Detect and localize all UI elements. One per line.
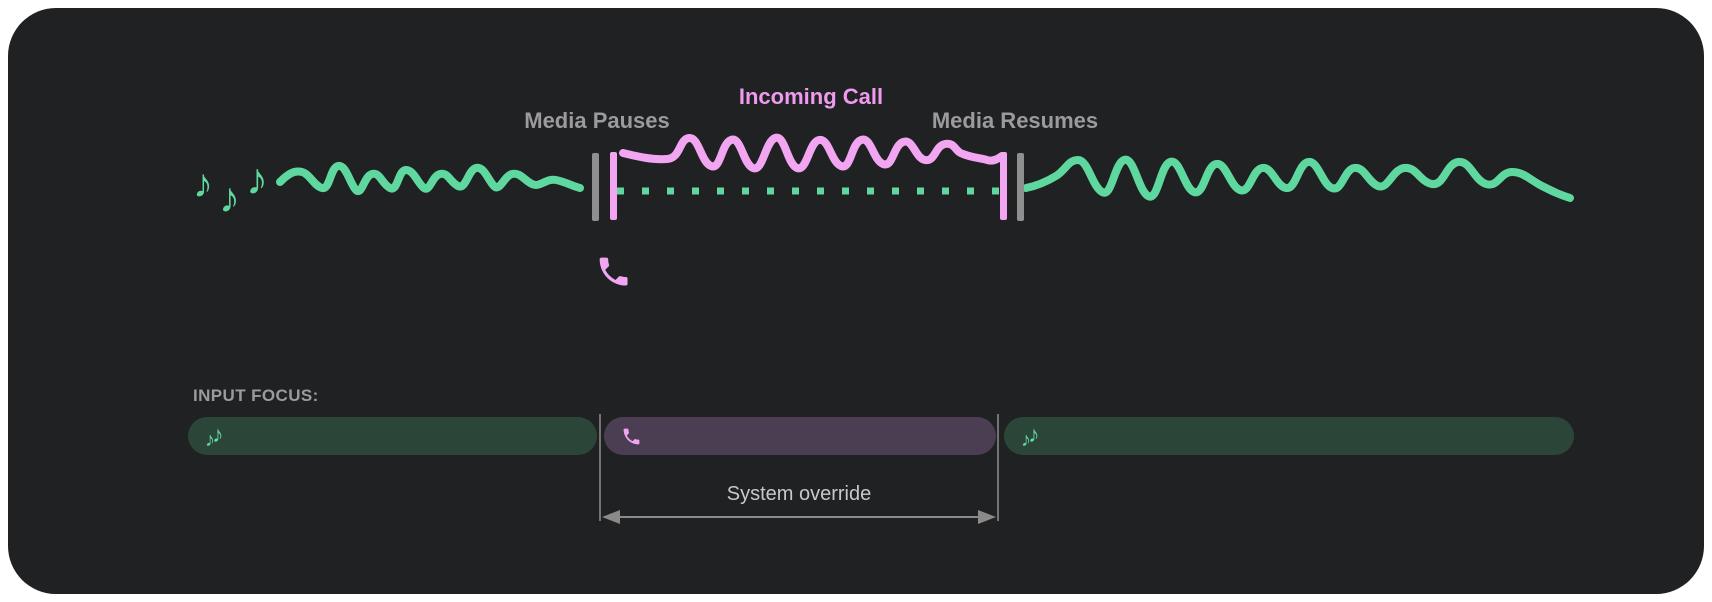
music-note-icon: ♪ [219,174,240,221]
focus-segment-media-left: ♪ ♪ [188,417,597,455]
phone-icon [623,428,640,444]
music-note-icon: ♪ [193,162,213,206]
dark-card [8,8,1704,594]
music-note-icon: ♪ [212,420,224,447]
focus-segment-call [604,417,996,455]
focus-segment-media-right: ♪ ♪ [1004,417,1574,455]
system-override-label: System override [726,483,872,505]
music-note-icon: ♪ [1028,420,1040,447]
media-pauses-label: Media Pauses [524,108,670,133]
incoming-call-label: Incoming Call [738,84,884,109]
music-note-icon: ♪ [246,155,268,204]
music-note-icon: ♪ [205,429,215,451]
media-resumes-label: Media Resumes [931,108,1099,133]
input-focus-heading: INPUT FOCUS: [193,386,319,405]
music-note-icon: ♪ [1021,429,1031,451]
